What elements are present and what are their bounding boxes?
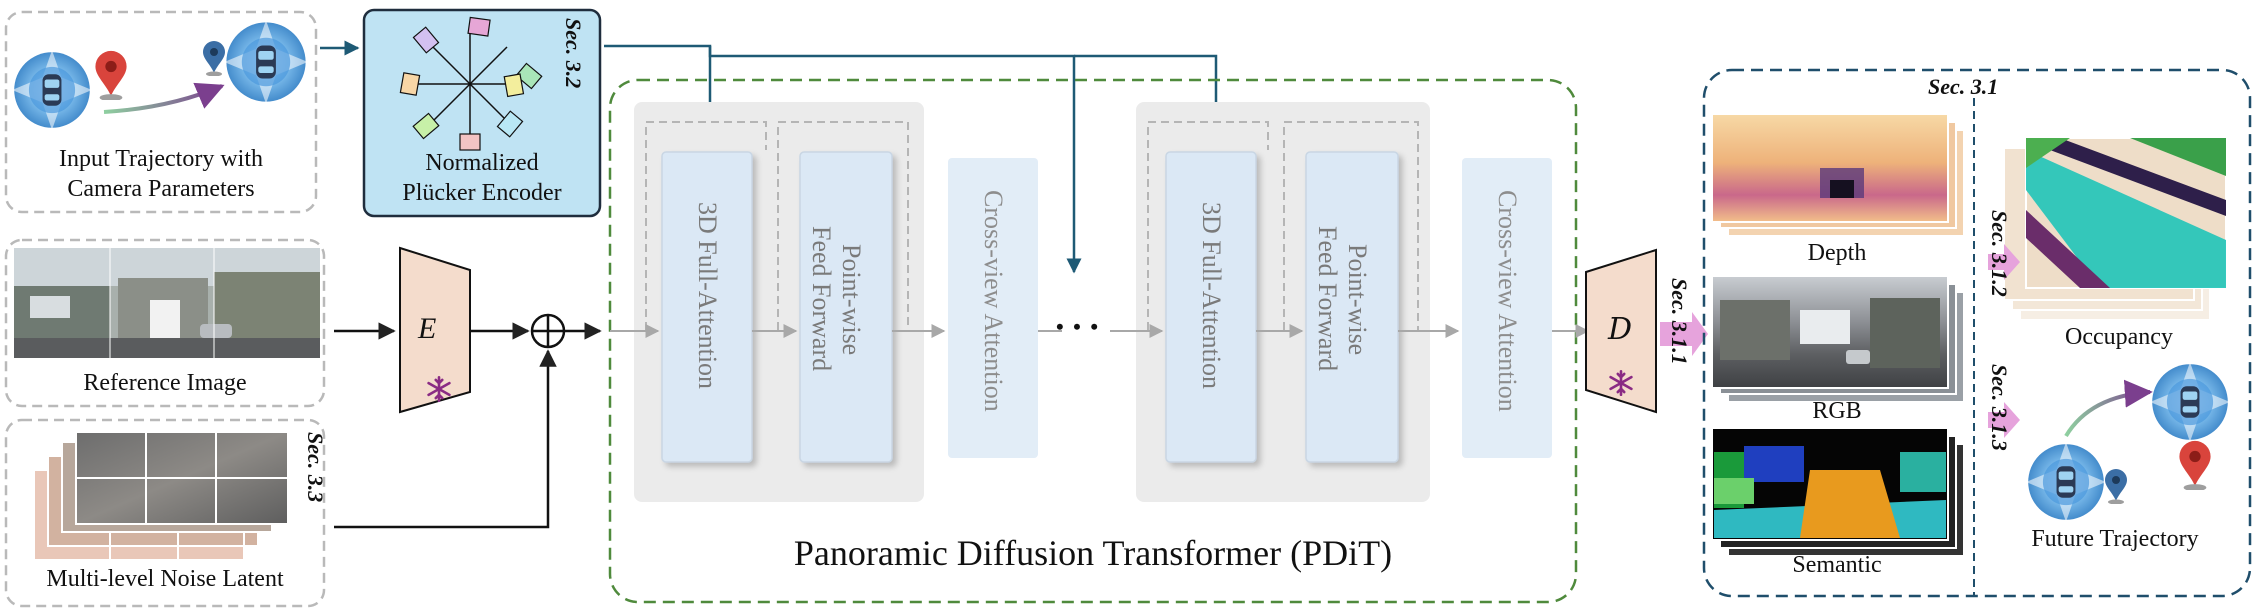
future-pin-blue-icon bbox=[2105, 469, 2127, 504]
plucker-encoder-box bbox=[362, 8, 602, 218]
reference-image-label: Reference Image bbox=[83, 370, 247, 396]
occupancy-sec-arrow bbox=[1988, 244, 2020, 280]
encoder-symbol: E bbox=[418, 312, 437, 345]
trajectory-path bbox=[103, 82, 225, 114]
input-trajectory-box bbox=[4, 10, 318, 214]
ego-car-icon bbox=[12, 50, 92, 130]
pdit-container bbox=[608, 78, 1578, 604]
encoder-block bbox=[399, 246, 471, 414]
plucker-label-line2: Plücker Encoder bbox=[402, 180, 562, 206]
outputs-section-ref: Sec. 3.1 bbox=[1928, 74, 1999, 99]
reference-image-box bbox=[4, 238, 326, 408]
sum-node bbox=[530, 313, 566, 349]
noise-latent-box bbox=[4, 418, 326, 608]
occupancy-grids bbox=[2003, 137, 2227, 321]
ffn-label-1-line1: Point-wise bbox=[837, 244, 866, 356]
plucker-label-line1: Normalized bbox=[425, 150, 539, 176]
depth-maps bbox=[1711, 113, 1965, 237]
location-pin-blue-icon bbox=[203, 41, 225, 76]
pdit-title: Panoramic Diffusion Transformer (PDiT) bbox=[793, 533, 1393, 573]
future-target-car-icon bbox=[2150, 362, 2230, 442]
plucker-rays-icon bbox=[399, 16, 543, 151]
ffn-label-1-line2: Feed Forward bbox=[807, 226, 836, 372]
plucker-route-2 bbox=[708, 46, 1082, 274]
decoder-output-arrow bbox=[1660, 312, 1708, 356]
ffn-label-2-line1: Point-wise bbox=[1343, 244, 1372, 356]
cross-view-block-1 bbox=[948, 158, 1038, 458]
trajectory-label-line2: Camera Parameters bbox=[67, 176, 255, 202]
rgb-label: RGB bbox=[1812, 398, 1862, 424]
future-pin-red-icon bbox=[2179, 440, 2211, 490]
semantic-label: Semantic bbox=[1792, 552, 1882, 578]
decoder-section-ref: Sec. 3.1.1 bbox=[1667, 278, 1692, 365]
depth-label: Depth bbox=[1807, 240, 1867, 266]
future-trajectory-illustration bbox=[2026, 362, 2230, 522]
decoder-block bbox=[1585, 248, 1657, 414]
noise-to-sum-arrow bbox=[334, 349, 557, 529]
trajectory-section-ref: Sec. 3.1.3 bbox=[1987, 364, 2012, 451]
outputs-container bbox=[1702, 68, 2252, 598]
ffn-block-2 bbox=[1305, 151, 1399, 463]
trajectory-illustration bbox=[12, 20, 308, 130]
target-car-icon bbox=[224, 20, 308, 104]
plucker-section-ref: Sec. 3.2 bbox=[561, 18, 586, 89]
future-ego-car-icon bbox=[2026, 442, 2106, 522]
cross-view-label-1: Cross-view Attention bbox=[979, 190, 1008, 412]
full-attention-label-2: 3D Full-Attention bbox=[1197, 202, 1226, 390]
future-trajectory-path bbox=[2064, 379, 2153, 438]
location-pin-red-icon bbox=[95, 50, 127, 100]
trajectory-sec-arrow bbox=[1988, 402, 2020, 438]
reference-image bbox=[14, 248, 320, 358]
occupancy-section-ref: Sec. 3.1.2 bbox=[1987, 210, 2012, 297]
rgb-images bbox=[1711, 275, 1965, 403]
decoder-symbol: D bbox=[1608, 312, 1633, 347]
noise-latent-stack bbox=[33, 431, 289, 561]
cross-view-block-2 bbox=[1462, 158, 1552, 458]
ffn-label-2-line2: Feed Forward bbox=[1313, 226, 1342, 372]
occupancy-label: Occupancy bbox=[2065, 324, 2173, 350]
noise-section-ref: Sec. 3.3 bbox=[303, 432, 328, 503]
layer-ellipsis: • • • bbox=[1055, 314, 1101, 339]
full-attention-label-1: 3D Full-Attention bbox=[693, 202, 722, 390]
full-attention-block-2 bbox=[1165, 151, 1257, 463]
cross-view-label-2: Cross-view Attention bbox=[1493, 190, 1522, 412]
future-trajectory-label: Future Trajectory bbox=[2031, 526, 2199, 552]
noise-latent-label: Multi-level Noise Latent bbox=[46, 566, 284, 592]
trajectory-label-line1: Input Trajectory with bbox=[59, 146, 263, 172]
full-attention-block-1 bbox=[661, 151, 753, 463]
ffn-block-1 bbox=[799, 151, 893, 463]
semantic-maps bbox=[1711, 427, 1965, 557]
